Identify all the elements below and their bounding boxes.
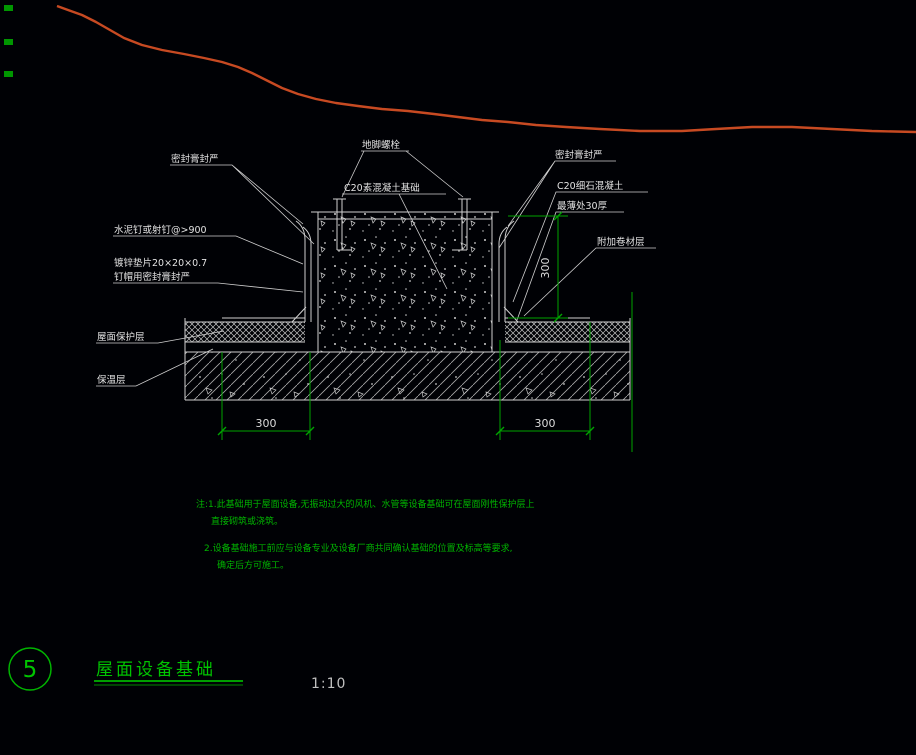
label-roof-protection: 屋面保护层 [97, 331, 145, 343]
notes: 注:1.此基础用于屋面设备,无振动过大的风机、水管等设备基础可在屋面刚性保护层上… [196, 498, 534, 571]
detail-number-circle [8, 647, 52, 691]
note-line-1: 注:1.此基础用于屋面设备,无振动过大的风机、水管等设备基础可在屋面刚性保护层上 [196, 498, 534, 510]
note-line-4: 确定后方可施工。 [217, 559, 289, 571]
dimension-ticks [217, 211, 595, 436]
leader-c20-fine [512, 191, 648, 303]
foundation-block [291, 211, 519, 353]
leader-lines [96, 150, 656, 387]
leader-added-membrane [523, 247, 656, 317]
leader-insulation [96, 348, 214, 387]
leader-nail-cap [113, 282, 304, 293]
detail-scale: 1:10 [311, 676, 346, 692]
label-anchor-bolt: 地脚螺栓 [362, 139, 401, 151]
edge-mark [4, 5, 13, 11]
leader-anchor-bolt [341, 150, 464, 198]
leader-seal-right [498, 160, 616, 249]
label-c20-plain-concrete: C20素混凝土基础 [344, 182, 420, 194]
labels: 密封膏封严 地脚螺栓 C20素混凝土基础 密封膏封严 C20细石混凝土 最薄处3… [97, 139, 645, 386]
note-line-2: 直接砌筑或浇筑。 [211, 515, 283, 527]
leader-thinnest [516, 211, 624, 321]
leader-c20-plain [342, 193, 448, 290]
edge-mark [4, 39, 13, 45]
dim-bottom-right: 300 [535, 417, 556, 430]
anchor-bolt-lines [333, 198, 471, 251]
label-added-membrane: 附加卷材层 [597, 236, 645, 248]
dimensions: 300 300 300 [217, 211, 633, 452]
terrain-polyline [56, 4, 916, 134]
roof-slab-speckle [185, 352, 630, 400]
title-block: 5 屋面设备基础 1:10 [8, 647, 346, 692]
concrete-block [317, 211, 493, 353]
viewport-edge-marks [4, 5, 13, 77]
block-details [291, 211, 519, 323]
label-seal-left: 密封膏封严 [171, 153, 219, 165]
anchor-bolts [333, 198, 471, 251]
label-insulation: 保温层 [97, 374, 126, 386]
leader-seal-left [170, 164, 315, 245]
leader-nails [113, 235, 304, 265]
roof-structure [184, 317, 631, 401]
detail-number: 5 [23, 657, 38, 683]
label-nails: 水泥钉或射钉@>900 [114, 224, 207, 236]
edge-mark [4, 71, 13, 77]
label-nail-cap-seal: 钉帽用密封膏封严 [114, 271, 190, 283]
protection-layer-right [505, 322, 630, 342]
label-seal-right: 密封膏封严 [555, 149, 603, 161]
note-line-3: 2.设备基础施工前应与设备专业及设备厂商共同确认基础的位置及标高等要求, [204, 542, 512, 554]
terrain-line [56, 4, 916, 134]
dimension-lines [221, 215, 633, 452]
detail-title: 屋面设备基础 [96, 660, 216, 680]
label-c20-fine-concrete: C20细石混凝土 [557, 180, 624, 192]
protection-layer-left [185, 322, 305, 342]
label-washer: 镀锌垫片20×20×0.7 [114, 257, 207, 269]
dim-vertical-right: 300 [539, 258, 552, 279]
label-thinnest-30: 最薄处30厚 [557, 200, 608, 212]
dim-bottom-left: 300 [256, 417, 277, 430]
leader-roof-protection [96, 330, 225, 344]
